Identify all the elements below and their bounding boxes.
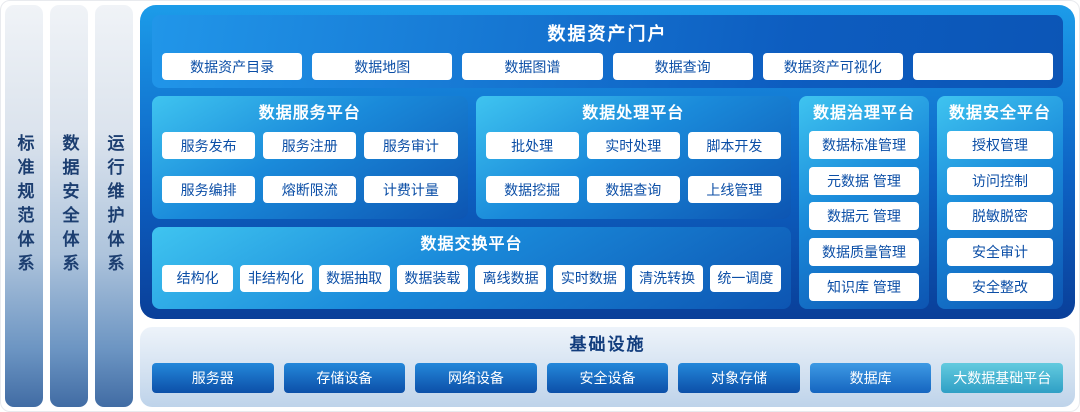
processing-item-query[interactable]: 数据查询 bbox=[586, 176, 680, 204]
service-row-1: 服务发布 服务注册 服务审计 bbox=[162, 124, 458, 168]
security-item-desensitization[interactable]: 脱敏脱密 bbox=[947, 202, 1053, 231]
infra-item-storage-device[interactable]: 存储设备 bbox=[283, 363, 406, 394]
governance-item-knowledge-base[interactable]: 知识库 管理 bbox=[809, 273, 919, 302]
infra-item-security-device[interactable]: 安全设备 bbox=[546, 363, 669, 394]
exchange-platform-title: 数据交换平台 bbox=[420, 236, 523, 254]
data-processing-platform-panel: 数据处理平台 批处理 实时处理 脚本开发 数据挖掘 数据查询 上线管理 bbox=[475, 96, 791, 220]
processing-row-1: 批处理 实时处理 脚本开发 bbox=[485, 124, 782, 168]
left-platforms-stack: 数据服务平台 服务发布 服务注册 服务审计 服务编排 熔断限流 计费计量 bbox=[152, 96, 791, 310]
data-asset-portal-panel: 数据资产门户 数据资产目录 数据地图 数据图谱 数据查询 数据资产可视化 bbox=[152, 15, 1063, 88]
processing-item-mining[interactable]: 数据挖掘 bbox=[485, 176, 579, 204]
processing-item-realtime[interactable]: 实时处理 bbox=[586, 132, 680, 160]
infrastructure-panel: 基础设施 服务器 存储设备 网络设备 安全设备 对象存储 数据库 大数据基础平台 bbox=[140, 327, 1075, 407]
service-item-audit[interactable]: 服务审计 bbox=[364, 132, 458, 160]
main-column: 数据资产门户 数据资产目录 数据地图 数据图谱 数据查询 数据资产可视化 数据服… bbox=[140, 5, 1075, 407]
service-platform-title: 数据服务平台 bbox=[258, 105, 361, 122]
infra-item-database[interactable]: 数据库 bbox=[809, 363, 932, 394]
portal-item-blank[interactable] bbox=[912, 53, 1054, 80]
exchange-item-extract[interactable]: 数据抽取 bbox=[318, 264, 390, 292]
infra-item-server[interactable]: 服务器 bbox=[152, 363, 274, 394]
governance-item-quality[interactable]: 数据质量管理 bbox=[809, 237, 919, 266]
portal-title: 数据资产门户 bbox=[547, 24, 668, 44]
portal-item-catalog[interactable]: 数据资产目录 bbox=[162, 53, 303, 80]
pillar-standards-label: 标准规范体系 bbox=[14, 134, 34, 278]
data-governance-platform-panel: 数据治理平台 数据标准管理 元数据 管理 数据元 管理 数据质量管理 知识库 管… bbox=[799, 96, 929, 310]
service-item-orchestration[interactable]: 服务编排 bbox=[162, 176, 256, 204]
pillar-data-security-system: 数据安全体系 bbox=[50, 5, 88, 407]
processing-item-script-dev[interactable]: 脚本开发 bbox=[687, 132, 782, 160]
exchange-item-load[interactable]: 数据装载 bbox=[396, 264, 468, 292]
processing-item-batch[interactable]: 批处理 bbox=[485, 132, 579, 160]
processing-item-launch-mgmt[interactable]: 上线管理 bbox=[687, 176, 782, 204]
governance-item-data-element[interactable]: 数据元 管理 bbox=[809, 202, 919, 231]
infrastructure-items-row: 服务器 存储设备 网络设备 安全设备 对象存储 数据库 大数据基础平台 bbox=[152, 363, 1064, 394]
exchange-item-cleansing[interactable]: 清洗转换 bbox=[631, 264, 703, 292]
service-item-circuit-limit[interactable]: 熔断限流 bbox=[263, 176, 357, 204]
exchange-items-row: 结构化 非结构化 数据抽取 数据装载 离线数据 实时数据 清洗转换 统一调度 bbox=[162, 255, 781, 301]
portal-item-data-map[interactable]: 数据地图 bbox=[312, 53, 453, 80]
platform-container: 数据资产门户 数据资产目录 数据地图 数据图谱 数据查询 数据资产可视化 数据服… bbox=[140, 5, 1075, 320]
service-item-publish[interactable]: 服务发布 bbox=[162, 132, 256, 160]
exchange-item-scheduling[interactable]: 统一调度 bbox=[709, 264, 781, 292]
data-service-platform-panel: 数据服务平台 服务发布 服务注册 服务审计 服务编排 熔断限流 计费计量 bbox=[152, 96, 468, 220]
service-item-register[interactable]: 服务注册 bbox=[263, 132, 357, 160]
security-items-col: 授权管理 访问控制 脱敏脱密 安全审计 安全整改 bbox=[947, 124, 1053, 302]
exchange-item-offline-data[interactable]: 离线数据 bbox=[475, 264, 547, 292]
pillar-operations-system: 运行维护体系 bbox=[95, 5, 133, 407]
exchange-item-realtime-data[interactable]: 实时数据 bbox=[553, 264, 625, 292]
portal-item-data-graph[interactable]: 数据图谱 bbox=[462, 53, 603, 80]
processing-platform-title: 数据处理平台 bbox=[582, 105, 685, 122]
pillar-data-security-label: 数据安全体系 bbox=[59, 134, 79, 278]
governance-item-metadata[interactable]: 元数据 管理 bbox=[809, 166, 919, 195]
governance-item-standards[interactable]: 数据标准管理 bbox=[809, 131, 919, 159]
security-platform-title: 数据安全平台 bbox=[948, 105, 1051, 122]
infrastructure-title: 基础设施 bbox=[569, 335, 646, 355]
infra-item-object-storage[interactable]: 对象存储 bbox=[678, 363, 800, 394]
infra-item-bigdata-platform[interactable]: 大数据基础平台 bbox=[941, 363, 1064, 394]
infra-item-network-device[interactable]: 网络设备 bbox=[415, 363, 537, 394]
portal-item-asset-visualization[interactable]: 数据资产可视化 bbox=[762, 53, 903, 80]
governance-platform-title: 数据治理平台 bbox=[812, 105, 915, 122]
portal-item-data-query[interactable]: 数据查询 bbox=[612, 53, 753, 80]
pillar-standards-system: 标准规范体系 bbox=[5, 5, 43, 407]
data-exchange-platform-panel: 数据交换平台 结构化 非结构化 数据抽取 数据装载 离线数据 实时数据 清洗转换… bbox=[152, 227, 791, 310]
processing-row-2: 数据挖掘 数据查询 上线管理 bbox=[485, 168, 782, 212]
security-item-audit[interactable]: 安全审计 bbox=[947, 237, 1053, 266]
exchange-item-structured[interactable]: 结构化 bbox=[162, 264, 234, 292]
security-item-authorization[interactable]: 授权管理 bbox=[947, 131, 1053, 159]
platforms-row: 数据服务平台 服务发布 服务注册 服务审计 服务编排 熔断限流 计费计量 bbox=[152, 96, 1063, 310]
data-security-platform-panel: 数据安全平台 授权管理 访问控制 脱敏脱密 安全审计 安全整改 bbox=[937, 96, 1063, 310]
service-row-2: 服务编排 熔断限流 计费计量 bbox=[162, 168, 458, 212]
security-item-access-control[interactable]: 访问控制 bbox=[947, 166, 1053, 195]
portal-items-row: 数据资产目录 数据地图 数据图谱 数据查询 数据资产可视化 bbox=[162, 53, 1054, 80]
pillar-operations-label: 运行维护体系 bbox=[104, 134, 124, 278]
service-processing-row: 数据服务平台 服务发布 服务注册 服务审计 服务编排 熔断限流 计费计量 bbox=[152, 96, 791, 220]
exchange-item-unstructured[interactable]: 非结构化 bbox=[240, 264, 312, 292]
service-item-billing[interactable]: 计费计量 bbox=[364, 176, 458, 204]
security-item-rectification[interactable]: 安全整改 bbox=[947, 273, 1053, 302]
governance-items-col: 数据标准管理 元数据 管理 数据元 管理 数据质量管理 知识库 管理 bbox=[809, 124, 919, 302]
